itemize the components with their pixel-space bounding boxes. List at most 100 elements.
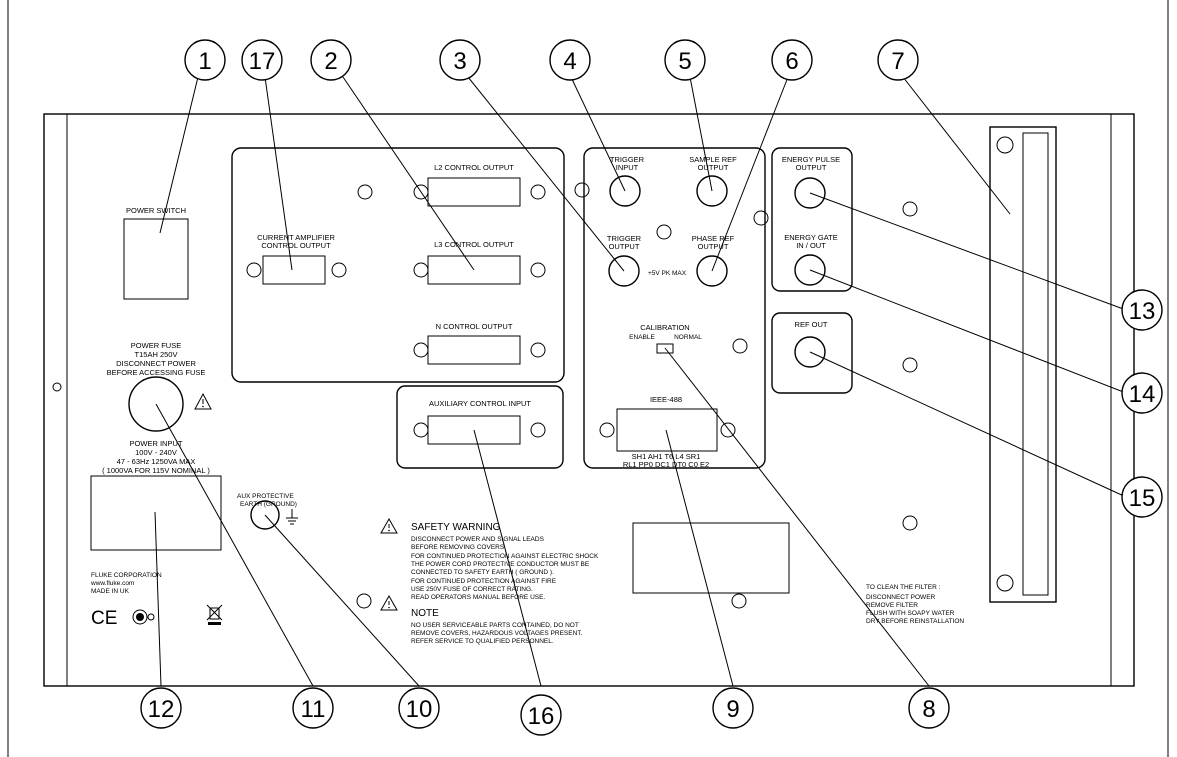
callout-10: 10: [398, 687, 440, 729]
safety-line-2: BEFORE REMOVING COVERS.: [411, 544, 506, 551]
connector-screw: [413, 342, 429, 358]
aux-earth-label-1: AUX PROTECTIVE: [237, 493, 294, 500]
filter-line-1: TO CLEAN THE FILTER :: [866, 584, 941, 591]
callout-9: 9: [712, 687, 754, 729]
panel-screw: [902, 201, 918, 217]
callout-16: 16: [520, 694, 562, 736]
panel-screw: [902, 515, 918, 531]
trigger-input-bnc[interactable]: [609, 175, 641, 207]
n-control-output-connector[interactable]: [427, 335, 521, 365]
ref-out-bnc[interactable]: [794, 336, 826, 368]
power-input-label-2: 100V - 240V: [135, 448, 177, 457]
panel-screw: [356, 593, 372, 609]
svg-text:5: 5: [678, 48, 691, 75]
panel-screw: [732, 338, 748, 354]
ieee-codes-2: RL1 PP0 DC1 DT0 C0 E2: [623, 460, 709, 469]
panel-screw: [656, 224, 672, 240]
callout-3: 3: [439, 39, 481, 81]
connector-screw: [530, 262, 546, 278]
svg-text:14: 14: [1129, 381, 1156, 408]
ref-out-module: [771, 312, 853, 394]
blank-cover-plate: [632, 522, 790, 594]
auxiliary-input-module: [396, 385, 564, 469]
phase-ref-label-1: PHASE REF: [692, 234, 735, 243]
phase-ref-output-bnc[interactable]: [696, 255, 728, 287]
fuse-label-1: POWER FUSE: [131, 341, 181, 350]
svg-text:10: 10: [406, 696, 433, 723]
svg-text:11: 11: [301, 696, 326, 723]
csa-certification-icon: [132, 609, 155, 625]
energy-gate-label-1: ENERGY GATE: [784, 233, 838, 242]
note-line-3: REFER SERVICE TO QUALIFIED PERSONNEL.: [411, 638, 554, 645]
callout-17: 17: [241, 39, 283, 81]
ieee-label: IEEE-488: [650, 395, 682, 404]
connector-screw: [530, 422, 546, 438]
reference-io-module: [583, 147, 766, 469]
current-amp-label-2: CONTROL OUTPUT: [261, 241, 331, 250]
control-output-module: [231, 147, 565, 383]
phase-ref-label-2: OUTPUT: [698, 242, 729, 251]
svg-text:7: 7: [891, 48, 904, 75]
corp-name: FLUKE CORPORATION: [91, 572, 162, 579]
callout-8: 8: [908, 687, 950, 729]
callout-14: 14: [1121, 372, 1163, 414]
callout-15: 15: [1121, 476, 1163, 518]
trigger-output-label-2: OUTPUT: [609, 242, 640, 251]
ieee-codes-1: SH1 AH1 T6 L4 SR1: [632, 452, 701, 461]
calibration-switch[interactable]: [656, 343, 674, 354]
ref-out-label: REF OUT: [795, 320, 828, 329]
filter-screw: [996, 136, 1014, 154]
callout-4: 4: [549, 39, 591, 81]
svg-text:17: 17: [249, 48, 276, 75]
connector-screw: [413, 422, 429, 438]
aux-earth-terminal[interactable]: [250, 500, 280, 530]
callout-11: 11: [292, 687, 334, 729]
panel-screw: [902, 357, 918, 373]
connector-screw: [720, 422, 736, 438]
note-warning-icon: [380, 594, 398, 611]
callout-1: 1: [184, 39, 226, 81]
filter-line-3: REMOVE FILTER: [866, 602, 918, 609]
safety-line-1: DISCONNECT POWER AND SIGNAL LEADS: [411, 536, 545, 543]
svg-text:16: 16: [528, 703, 555, 730]
svg-text:15: 15: [1129, 485, 1156, 512]
safety-line-6: FOR CONTINUED PROTECTION AGAINST FIRE: [411, 578, 557, 585]
filter-element: [1022, 132, 1049, 596]
power-fuse-holder[interactable]: [128, 376, 184, 432]
safety-line-7: USE 250V FUSE OF CORRECT RATING.: [411, 586, 533, 593]
l3-label: L3 CONTROL OUTPUT: [434, 240, 514, 249]
pk-max-label: +5V PK MAX: [648, 270, 687, 277]
panel-screw: [357, 184, 373, 200]
panel-screw: [574, 182, 590, 198]
svg-text:8: 8: [922, 696, 935, 723]
power-input-label-3: 47 - 63Hz 1250VA MAX: [117, 457, 196, 466]
svg-text:4: 4: [563, 48, 576, 75]
power-input-label-1: POWER INPUT: [130, 439, 183, 448]
note-title: NOTE: [411, 608, 439, 619]
note-line-1: NO USER SERVICEABLE PARTS CONTAINED, DO …: [411, 622, 579, 629]
air-filter[interactable]: [989, 126, 1057, 603]
svg-text:9: 9: [726, 696, 739, 723]
panel-screw: [753, 210, 769, 226]
energy-pulse-output-bnc[interactable]: [794, 177, 826, 209]
svg-text:6: 6: [785, 48, 798, 75]
ieee-488-connector[interactable]: [616, 408, 718, 452]
filter-line-4: FLUSH WITH SOAPY WATER: [866, 610, 955, 617]
trigger-output-bnc[interactable]: [608, 255, 640, 287]
energy-gate-label-2: IN / OUT: [796, 241, 826, 250]
l2-label: L2 CONTROL OUTPUT: [434, 163, 514, 172]
svg-text:1: 1: [198, 48, 211, 75]
energy-gate-bnc[interactable]: [794, 254, 826, 286]
current-amplifier-connector[interactable]: [262, 255, 326, 285]
current-amp-label-1: CURRENT AMPLIFIER: [257, 233, 335, 242]
aux-earth-label-2: EARTH (GROUND): [240, 501, 297, 508]
aux-input-label: AUXILIARY CONTROL INPUT: [429, 399, 531, 408]
trigger-output-label-1: TRIGGER: [607, 234, 642, 243]
l2-control-output-connector[interactable]: [427, 177, 521, 207]
sample-ref-output-bnc[interactable]: [696, 175, 728, 207]
corp-made-in: MADE IN UK: [91, 588, 130, 595]
calibration-label: CALIBRATION: [640, 323, 689, 332]
power-switch[interactable]: [123, 218, 189, 300]
n-label: N CONTROL OUTPUT: [436, 322, 513, 331]
connector-screw: [599, 422, 615, 438]
